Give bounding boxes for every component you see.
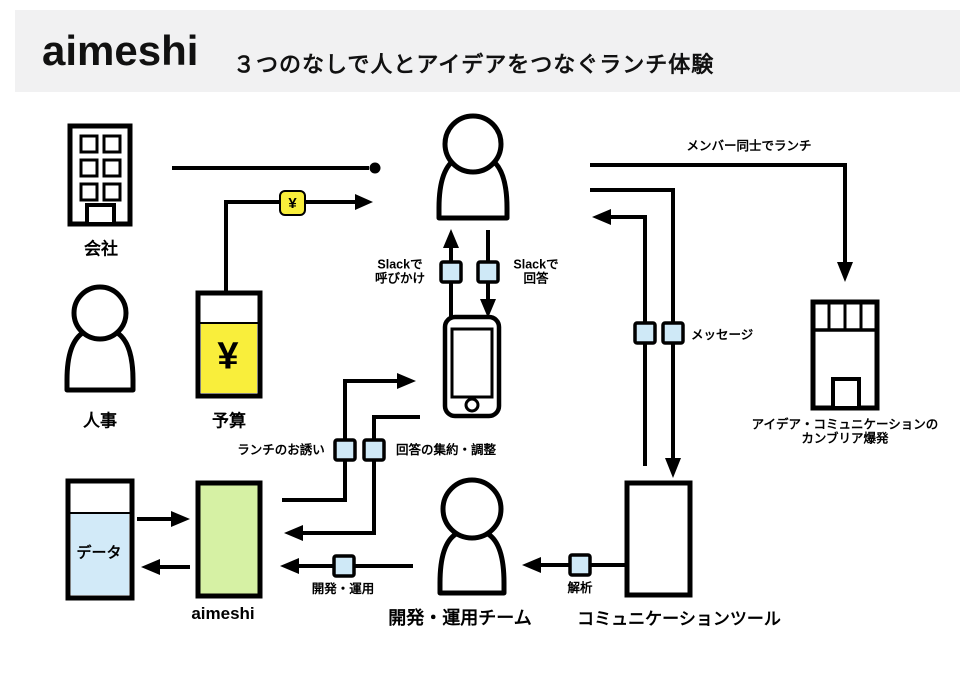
analysis-label: 解析 (567, 580, 593, 595)
dev-team-label: 開発・運用チーム (388, 608, 532, 628)
analysis-arrowhead (522, 557, 541, 573)
company-label: 会社 (84, 239, 118, 259)
slack-call-label: Slackで 呼びかけ (374, 257, 426, 286)
budget-label: 予算 (212, 411, 246, 431)
aimeshi-label: aimeshi (191, 604, 255, 623)
budget-yen-path (224, 200, 355, 291)
hr-person-icon (64, 284, 136, 393)
budget-tank-icon (195, 290, 263, 399)
member-to-commtool-arrowhead (665, 458, 681, 478)
members-lunch-label: メンバー同士でランチ (686, 138, 812, 153)
slack-reply-arrowhead (480, 299, 496, 318)
yen-arrowhead (355, 194, 373, 210)
dev-team-person-icon (437, 477, 507, 596)
cambrian-label: アイデア・コミュニケーションの カンブリア爆発 (751, 417, 939, 446)
tagline-text: ３つのなしで人とアイデアをつなぐランチ体験 (233, 52, 715, 77)
company-building-icon (67, 123, 133, 227)
members-lunch-arrowhead (837, 262, 853, 282)
dev-ops-arrowhead (280, 558, 299, 574)
answer-arrowhead (284, 525, 303, 541)
commtool-to-member-arrowhead (592, 209, 611, 225)
member-person-icon (436, 113, 510, 221)
slack-call-square (439, 260, 463, 284)
message-square-2 (661, 321, 685, 345)
lunch-invite-label: ランチのお誘い (237, 442, 325, 457)
aimeshi-service-box (195, 480, 263, 599)
commtool-to-member-path (611, 215, 647, 466)
brand-title: aimeshi (42, 27, 199, 74)
analysis-square (568, 553, 592, 577)
message-squares (332, 260, 685, 578)
comm-tool-box (624, 480, 693, 598)
answer-square (362, 438, 386, 462)
message-label: メッセージ (691, 328, 754, 342)
slack-reply-square (476, 260, 500, 284)
dev-ops-label: 開発・運用 (311, 581, 375, 596)
arrowheads (141, 162, 853, 575)
data-store-label: データ (76, 544, 122, 562)
line-end-dot (369, 162, 381, 174)
lunch-invite-arrowhead (397, 373, 416, 389)
answer-aggregation-label: 回答の集約・調整 (395, 442, 497, 457)
members-lunch-path (590, 163, 847, 263)
budget-yen-symbol: ¥ (217, 335, 239, 378)
title-bar: aimeshi ３つのなしで人とアイデアをつなぐランチ体験 (15, 10, 960, 92)
dev-ops-square (332, 554, 356, 578)
cambrian-building-icon (810, 299, 880, 411)
answer-path (303, 415, 420, 535)
lunch-invite-square (333, 438, 357, 462)
yen-badge: ¥ (279, 190, 306, 216)
hr-label: 人事 (83, 411, 117, 431)
comm-tool-label: コミュニケーションツール (577, 609, 781, 629)
aimeshi-to-data-arrowhead (141, 559, 160, 575)
message-square-1 (633, 321, 657, 345)
slack-call-arrowhead (443, 229, 459, 248)
phone-icon (442, 314, 502, 419)
data-to-aimeshi-arrowhead (171, 511, 190, 527)
slack-reply-label: Slackで 回答 (513, 257, 559, 286)
member-to-commtool-path (590, 188, 675, 459)
data-store-icon (65, 478, 135, 601)
